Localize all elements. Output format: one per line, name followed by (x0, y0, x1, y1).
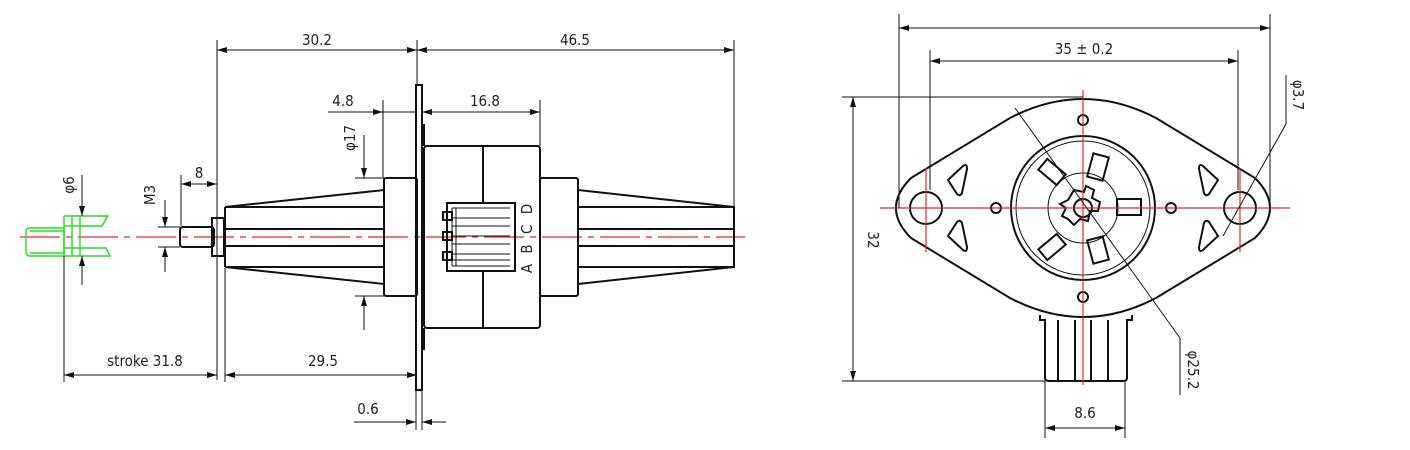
dim-overall-right: 46.5 (560, 31, 590, 49)
flange-slots (946, 164, 1220, 252)
dim-boss-length: 4.8 (332, 92, 353, 110)
rotor-blades (1036, 152, 1142, 265)
dim-thread-length: 8 (195, 164, 204, 182)
flange (415, 84, 425, 391)
shaft-gear (1058, 184, 1102, 227)
front-dimensions: 35 ± 0.2 32 8.6 φ25.2 φ3.7 (842, 14, 1307, 438)
dim-body-length: 16.8 (470, 92, 500, 110)
dim-shaft-length: 29.5 (308, 352, 338, 370)
dim-thread: M3 (141, 185, 159, 205)
dim-flange-thickness: 0.6 (357, 400, 378, 418)
dim-body-diameter: φ25.2 (1184, 351, 1202, 390)
dim-boss-diameter: φ17 (341, 125, 359, 151)
pinion-gear (446, 202, 516, 272)
dim-mount-hole-spacing: 35 ± 0.2 (1055, 40, 1114, 58)
front-view: 35 ± 0.2 32 8.6 φ25.2 φ3.7 (842, 14, 1307, 438)
dim-stroke: stroke 31.8 (107, 352, 183, 370)
side-dimensions: 30.2 46.5 4.8 16.8 φ17 8 M3 (60, 31, 735, 430)
connector (1039, 315, 1133, 382)
dim-connector-width: 8.6 (1074, 404, 1095, 422)
terminal-labels: A B C D (518, 201, 536, 273)
dim-height: 32 (864, 231, 882, 248)
slider-part (25, 215, 112, 257)
right-tube (539, 177, 735, 297)
motor-body: A B C D (423, 145, 541, 329)
dim-slider-diameter: φ6 (60, 176, 78, 193)
side-view: A B C D 30.2 46.5 4.8 16.8 (20, 31, 745, 430)
dim-hole-diameter: φ3.7 (1289, 80, 1307, 110)
mounting-flange-outline (895, 98, 1271, 318)
dim-overall-left: 30.2 (302, 31, 332, 49)
